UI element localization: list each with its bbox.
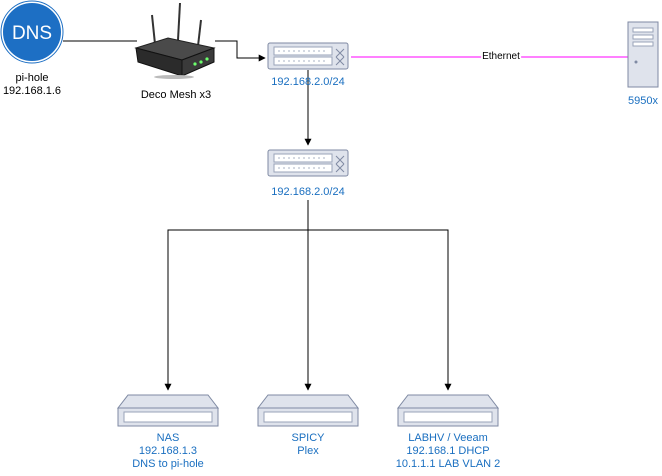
switch-mid-label: 192.168.2.0/24	[271, 186, 344, 199]
spicy-node-label: SPICY Plex	[291, 432, 324, 458]
router-label-line-1: Deco Mesh x3	[140, 89, 212, 101]
server-labhv-icon	[396, 394, 500, 427]
switch-top-label: 192.168.2.0/24	[271, 76, 344, 89]
pc-node-label: 5950x	[628, 95, 658, 108]
router-node-label: Deco Mesh x3	[141, 89, 211, 102]
switch-top-icon	[267, 42, 349, 70]
edge-switch-nas	[164, 200, 309, 391]
labhv-node-label: LABHV / Veeam 192.168.1 DHCP 10.1.1.1 LA…	[396, 432, 501, 471]
nas-label-line-1: NAS	[156, 432, 180, 444]
nas-node-label: NAS 192.168.1.3 DNS to pi-hole	[132, 432, 204, 471]
connectors	[63, 40, 452, 391]
pc-tower-icon	[627, 21, 659, 88]
spicy-label-line-1: SPICY	[291, 432, 325, 444]
dns-label-line-2: 192.168.1.6	[2, 85, 62, 97]
edge-switch-labhv	[308, 229, 452, 391]
server-spicy-icon	[256, 394, 360, 427]
dns-badge-text: DNS	[12, 23, 52, 44]
dns-label-line-1: pi-hole	[15, 72, 49, 84]
labhv-label-line-2: 192.168.1 DHCP	[406, 445, 490, 457]
edge-router-switch	[215, 40, 266, 62]
nas-label-line-3: DNS to pi-hole	[132, 458, 204, 470]
ethernet-edge-label: Ethernet	[481, 51, 521, 63]
pc-label-line-1: 5950x	[628, 95, 658, 107]
switch-top-label-line-1: 192.168.2.0/24	[271, 76, 345, 88]
nas-label-line-2: 192.168.1.3	[138, 445, 198, 457]
spicy-label-line-2: Plex	[297, 445, 319, 457]
server-nas-icon	[116, 394, 220, 427]
dns-node-label: pi-hole 192.168.1.6	[3, 72, 61, 98]
labhv-label-line-3: 10.1.1.1 LAB VLAN 2	[395, 458, 501, 470]
router-icon	[134, 2, 216, 79]
switch-mid-label-line-1: 192.168.2.0/24	[271, 186, 345, 198]
switch-mid-icon	[267, 149, 349, 177]
labhv-label-line-1: LABHV / Veeam	[408, 432, 488, 444]
dns-icon: DNS	[0, 0, 64, 64]
